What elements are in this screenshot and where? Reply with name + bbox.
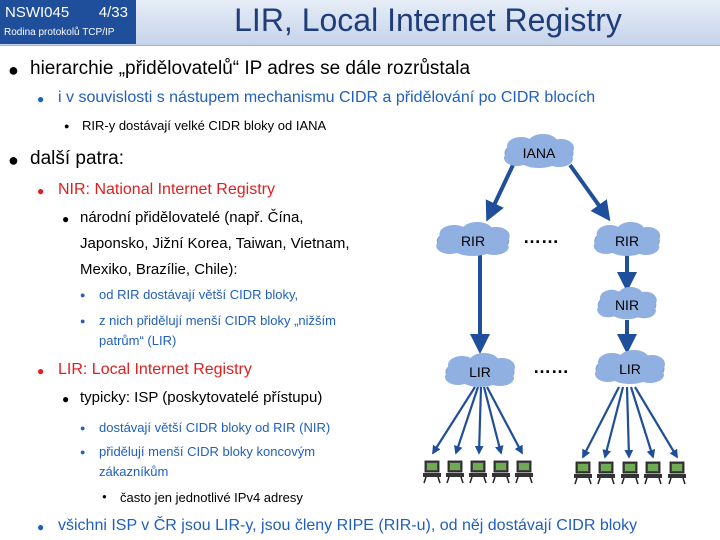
bullet-dot-icon: ● — [8, 150, 19, 170]
bullet-12a: přidělují menší CIDR bloky koncovým — [99, 444, 316, 459]
bullet-11: dostávají větší CIDR bloky od RIR (NIR) — [99, 420, 331, 435]
arrow-iana-to-rir-left — [485, 164, 515, 222]
bullet-dot-icon: ● — [37, 184, 45, 198]
cloud-nir: NIR — [596, 286, 658, 320]
bullet-dot-icon: ● — [80, 423, 86, 433]
node-label-nir: NIR — [615, 297, 639, 313]
node-label-rir-left: RIR — [461, 233, 485, 249]
bullet-dot-icon: ● — [8, 60, 19, 80]
computer-icon — [468, 460, 488, 484]
bullet-1: hierarchie „přidělovatelů“ IP adres se d… — [30, 58, 471, 79]
bullet-6c: Mexiko, Brazílie, Chile): — [80, 261, 238, 278]
computer-icon — [445, 460, 465, 484]
bullet-14: všichni ISP v ČR jsou LIR-y, jsou členy … — [58, 517, 638, 534]
bullet-6a: národní přidělovatelé (např. Čína, — [80, 209, 304, 226]
bullet-dot-icon: ● — [80, 447, 86, 457]
bullet-12b: zákazníkům — [99, 464, 169, 479]
computer-icon — [620, 461, 640, 485]
cloud-iana: IANA — [503, 133, 575, 169]
slide-number: 4/33 — [98, 4, 128, 21]
bullet-dot-icon: ● — [62, 212, 70, 226]
fan-out-arrows-right — [582, 386, 678, 459]
ellipsis-lir: …… — [533, 357, 569, 377]
node-label-lir-right: LIR — [619, 361, 641, 377]
bullet-3: RIR-y dostávají velké CIDR bloky od IANA — [82, 118, 327, 133]
bullet-8b: patrům“ (LIR) — [99, 333, 177, 348]
computer-icon — [491, 460, 511, 484]
bullet-dot-icon: ● — [80, 316, 86, 326]
customer-computers-right — [573, 461, 687, 485]
computer-icon — [596, 461, 616, 485]
node-label-lir-left: LIR — [469, 364, 491, 380]
node-label-rir-right: RIR — [615, 233, 639, 249]
bullet-13: často jen jednotlivé IPv4 adresy — [120, 490, 303, 505]
fan-out-arrows-left — [432, 386, 523, 455]
arrow-iana-to-rir-right — [568, 163, 611, 222]
bullet-6b: Japonsko, Jižní Korea, Taiwan, Vietnam, — [80, 235, 350, 252]
bullet-dot-icon: ● — [37, 520, 45, 534]
bullet-dot-icon: ● — [80, 290, 86, 300]
computer-icon — [643, 461, 663, 485]
cloud-rir-right: RIR — [593, 221, 661, 257]
node-label-iana: IANA — [523, 145, 556, 161]
computer-icon — [422, 460, 442, 484]
bullet-9: LIR: Local Internet Registry — [58, 361, 252, 378]
bullet-10: typicky: ISP (poskytovatelé přístupu) — [80, 389, 323, 406]
slide-header: NSWI045 4/33 Rodina protokolů TCP/IP LIR… — [0, 0, 720, 46]
ellipsis-rir: …… — [523, 227, 559, 247]
cloud-lir-right: LIR — [594, 349, 666, 385]
bullet-4: další patra: — [30, 148, 124, 169]
cloud-rir-left: RIR — [435, 221, 511, 257]
customer-computers-left — [422, 460, 534, 484]
bullet-5: NIR: National Internet Registry — [58, 181, 275, 198]
bullet-dot-icon: ● — [102, 492, 107, 501]
slide-title: LIR, Local Internet Registry — [234, 2, 622, 38]
bullet-dot-icon: ● — [37, 364, 45, 378]
bullet-2: i v souvislosti s nástupem mechanismu CI… — [58, 89, 596, 106]
computer-icon — [667, 461, 687, 485]
cloud-lir-left: LIR — [444, 352, 516, 388]
course-subtitle: Rodina protokolů TCP/IP — [4, 27, 115, 38]
bullet-8a: z nich přidělují menší CIDR bloky „nižší… — [99, 313, 336, 328]
registry-hierarchy-diagram: IANA RIR RIR NIR LIR LIR …… …… — [422, 133, 687, 485]
computer-icon — [514, 460, 534, 484]
bullet-7: od RIR dostávají větší CIDR bloky, — [99, 287, 299, 302]
bullet-dot-icon: ● — [62, 392, 70, 406]
computer-icon — [573, 461, 593, 485]
course-code: NSWI045 — [5, 4, 70, 21]
bullet-dot-icon: ● — [64, 121, 70, 131]
bullet-dot-icon: ● — [37, 92, 45, 106]
course-box: NSWI045 4/33 Rodina protokolů TCP/IP — [0, 0, 136, 44]
